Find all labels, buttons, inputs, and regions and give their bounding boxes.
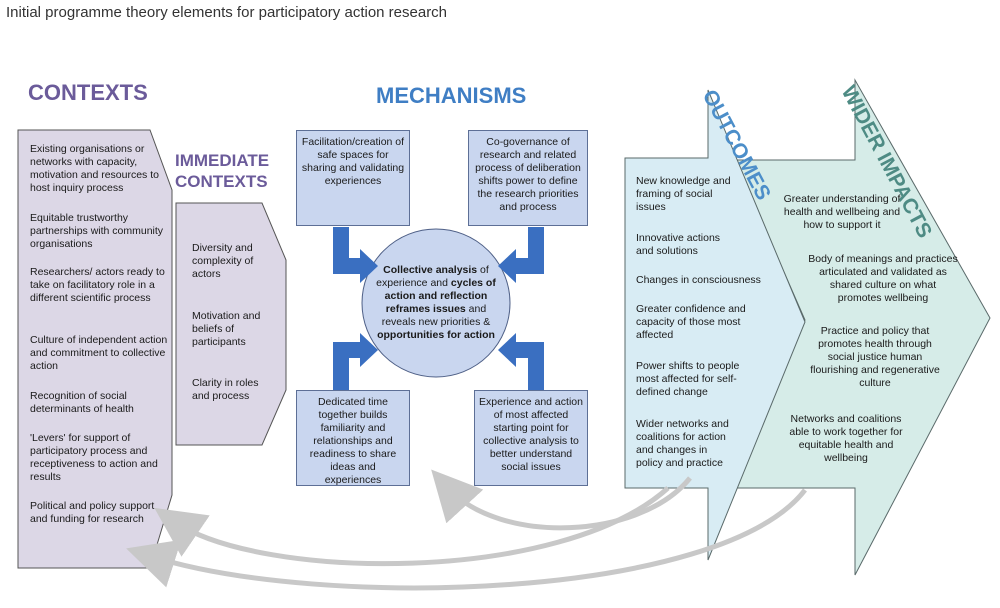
context-item: Recognition of social determinants of he… bbox=[30, 390, 134, 415]
outcome-item: Power shifts to people most affected for… bbox=[636, 360, 740, 398]
arrow-top-left bbox=[333, 227, 378, 283]
context-item: Culture of independent action and commit… bbox=[30, 334, 168, 372]
immediate-context-item: Motivation and beliefs of participants bbox=[192, 310, 261, 348]
immediate-context-item: Diversity and complexity of actors bbox=[192, 242, 254, 280]
context-item: 'Levers' for support of participatory pr… bbox=[30, 432, 158, 483]
mechanism-arrows bbox=[333, 227, 544, 390]
feedback-arrow-short bbox=[431, 469, 692, 531]
center-text-2: of experience and bbox=[376, 264, 489, 289]
center-bold-3: cycles of action and reflection reframes… bbox=[384, 277, 496, 315]
center-bold-1: Collective analysis bbox=[383, 264, 478, 276]
outcome-item: Innovative actions and solutions bbox=[636, 232, 721, 257]
wider-impact-item: Greater understanding of health and well… bbox=[783, 193, 901, 231]
context-item: Researchers/ actors ready to take on fac… bbox=[30, 266, 165, 304]
outcome-item: Wider networks and coalitions for action… bbox=[636, 418, 729, 469]
mechanism-top-right: Co-governance of research and related pr… bbox=[468, 130, 588, 226]
outcome-item: Changes in consciousness bbox=[636, 274, 761, 286]
context-item: Equitable trustworthy partnerships with … bbox=[30, 212, 164, 250]
context-item: Political and policy support and funding… bbox=[30, 500, 155, 525]
immediate-heading-line1: IMMEDIATE bbox=[175, 151, 270, 170]
mechanism-bottom-left: Dedicated time together builds familiari… bbox=[296, 390, 410, 486]
immediate-heading-line2: CONTEXTS bbox=[175, 172, 268, 191]
wider-impact-item: Body of meanings and practices articulat… bbox=[808, 253, 958, 304]
contexts-shape bbox=[17, 129, 173, 569]
contexts-heading: CONTEXTS bbox=[28, 80, 148, 105]
arrow-bottom-left bbox=[333, 333, 378, 390]
page-title: Initial programme theory elements for pa… bbox=[6, 4, 448, 21]
immediate-contexts-heading: IMMEDIATE CONTEXTS bbox=[175, 150, 270, 192]
mechanism-bottom-right: Experience and action of most affected s… bbox=[474, 390, 588, 486]
central-circle bbox=[361, 228, 511, 378]
outcome-item: New knowledge and framing of social issu… bbox=[636, 175, 731, 213]
mechanism-top-left: Facilitation/creation of safe spaces for… bbox=[296, 130, 410, 226]
arrow-bottom-right bbox=[498, 333, 544, 390]
feedback-arrow-mid bbox=[154, 486, 670, 567]
wider-impact-item: Networks and coalitions able to work tog… bbox=[789, 413, 903, 464]
immediate-contexts-shape bbox=[175, 202, 287, 446]
mechanisms-heading: MECHANISMS bbox=[376, 83, 527, 108]
feedback-arrow-long bbox=[126, 488, 807, 591]
wider-impact-item: Practice and policy that promotes health… bbox=[810, 325, 940, 389]
outcome-item: Greater confidence and capacity of those… bbox=[636, 303, 746, 341]
arrow-top-right bbox=[498, 227, 544, 283]
outcomes-chevron bbox=[624, 89, 806, 561]
center-bold-5: opportunities for action bbox=[377, 329, 495, 341]
context-item: Existing organisations or networks with … bbox=[30, 143, 159, 194]
feedback-arrows bbox=[126, 469, 807, 591]
immediate-context-item: Clarity in roles and process bbox=[192, 377, 259, 402]
center-text-4: and reveals new priorities & bbox=[381, 303, 491, 328]
central-mechanism-text: Collective analysis of experience and cy… bbox=[368, 264, 504, 342]
